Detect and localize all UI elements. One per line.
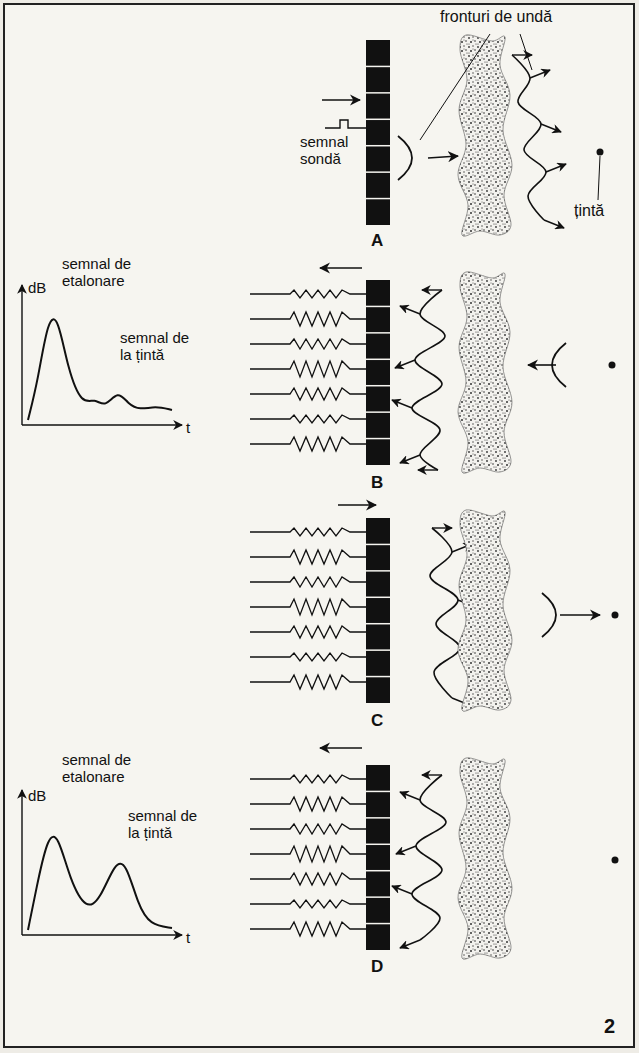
annotation-label: semnal de la țintă [128,808,213,841]
figure-number: 2 [604,1015,634,1037]
arrow [560,614,600,616]
target-dot [609,362,616,369]
figure-frame [4,4,634,1047]
arrow [432,527,452,528]
direction-arrow [322,100,360,101]
target-dot [597,149,604,156]
axis-or-panel-letter: D [371,958,401,977]
target-dot [612,612,619,619]
target-dot [612,857,619,864]
annotation-label: semnal sondă [300,134,360,167]
arrow [22,934,182,935]
axis-or-panel-letter: B [371,474,401,493]
arrow [21,285,22,425]
axis-or-panel-letter: t [186,930,206,947]
arrow [338,504,376,506]
bone-layer [458,272,512,473]
probe-pulse [325,120,366,128]
direction-arrow [320,268,362,269]
arrow [512,54,532,55]
element-signals [250,775,366,936]
transducer-array [366,765,390,950]
axis-or-panel-letter: t [186,420,206,437]
arrow [544,220,564,228]
arrow [530,70,550,78]
arrow [320,747,362,749]
distorted-wavefront [512,55,566,228]
element-signals [250,290,366,451]
arrow [395,360,415,368]
echo-arrow [528,365,556,366]
arrow [400,455,420,463]
arrow [400,306,420,314]
annotation-label: țintă [574,202,634,220]
spherical-wave [542,593,556,637]
annotation-label: semnal de etalonare [62,256,152,289]
annotation-label: semnal de etalonare [62,752,152,785]
direction-arrow [320,748,362,749]
distorted-wavefront [392,775,446,948]
bone-layer [458,35,512,236]
arrow [320,267,362,269]
arrow [21,790,22,935]
transducer-array [366,518,390,703]
annotation-label: dB [28,788,68,805]
beam-arrow [428,156,458,158]
element-signals [250,528,366,689]
focus-arrow [560,615,600,616]
arrow [541,124,561,132]
arrow [392,400,412,408]
spherical-wave [398,136,412,180]
annotation-label: fronturi de undă [440,8,630,26]
arrow [422,289,442,290]
arrow [396,846,416,854]
axis-or-panel-letter: A [371,232,401,251]
bone-layer [458,758,512,959]
distorted-wavefront [392,290,445,470]
leader-lines [420,34,600,200]
arrow [322,99,360,101]
arrow [546,164,566,172]
transducer-array [366,280,390,465]
axis-or-panel-letter: C [371,712,401,731]
arrow [400,792,420,800]
arrow [392,886,412,894]
arrow [528,364,556,366]
arrow [418,469,438,470]
arrow [400,940,420,948]
arrow [428,156,458,158]
annotation-label: dB [28,280,68,297]
arrow [422,774,442,775]
annotation-label: semnal de la țintă [120,330,205,363]
direction-arrow [338,505,376,506]
transducer-array [366,40,390,225]
arrow [22,424,182,425]
bone-layer [458,510,512,711]
